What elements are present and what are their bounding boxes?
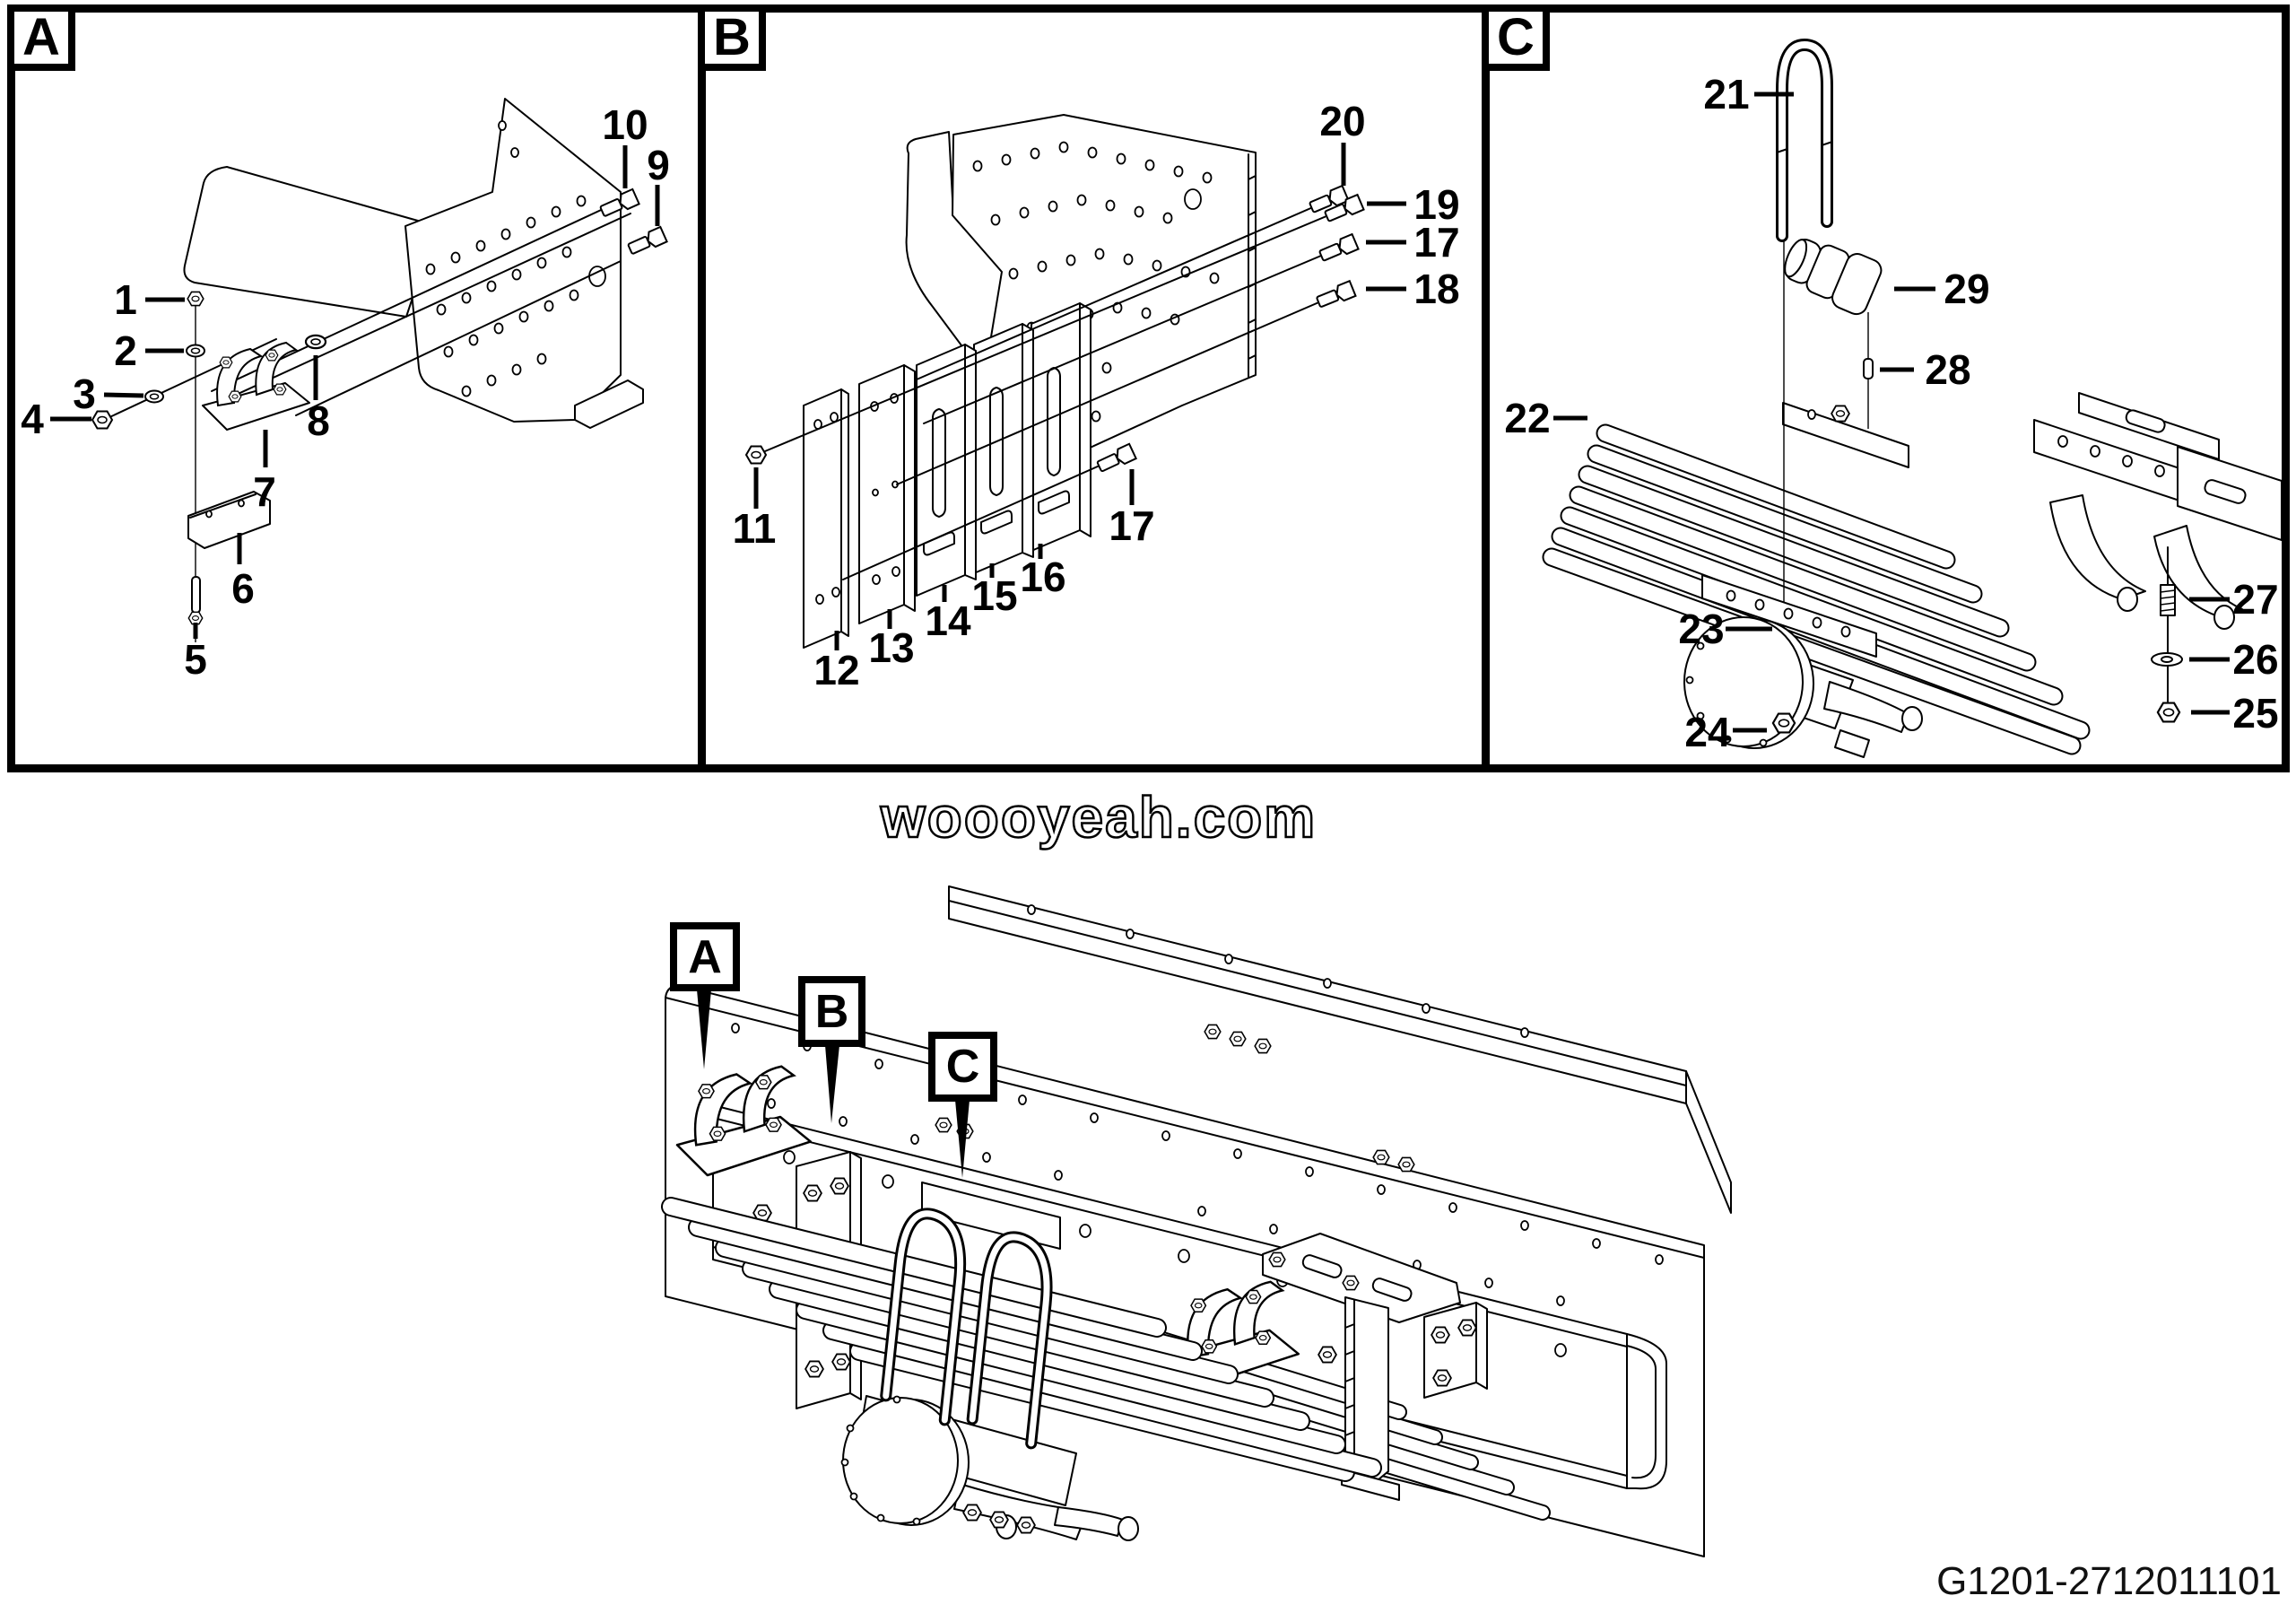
callout-5: 5 <box>184 636 207 683</box>
lower-plate <box>187 491 271 549</box>
flag-pointer-c <box>955 1100 970 1178</box>
assembly-u-bolts <box>880 1208 1053 1450</box>
callout-17b: 17 <box>1109 502 1155 549</box>
callout-13: 13 <box>868 624 915 671</box>
flag-a: A <box>670 922 740 991</box>
top-flange-beam <box>948 885 1687 1104</box>
flag-pointer-a <box>697 990 711 1069</box>
flag-b-letter: B <box>814 985 849 1038</box>
u-bolt <box>1776 38 1833 242</box>
panel-a-line-art <box>50 98 668 642</box>
callout-10: 10 <box>602 101 648 148</box>
callout-25: 25 <box>2232 690 2279 737</box>
panel-b-line-art <box>745 114 1406 650</box>
callout-28: 28 <box>1925 346 1971 393</box>
callout-29: 29 <box>1944 266 1990 312</box>
equalizer-assembly <box>2033 392 2283 630</box>
spring-bumper <box>1784 238 1883 316</box>
flag-c: C <box>928 1032 997 1102</box>
hanger-channel <box>1341 1296 1400 1501</box>
hanger-plate-right <box>1423 1302 1488 1399</box>
frame-blade <box>183 166 434 318</box>
callout-20: 20 <box>1319 98 1366 144</box>
callout-2: 2 <box>114 327 137 374</box>
callout-18: 18 <box>1413 266 1460 312</box>
callout-19: 19 <box>1413 181 1460 228</box>
callout-8: 8 <box>307 397 330 444</box>
flag-b: B <box>798 976 865 1047</box>
callout-11: 11 <box>732 505 777 552</box>
callout-16: 16 <box>1020 554 1066 600</box>
shield-plate <box>404 98 622 423</box>
cotter-pin <box>1863 358 1874 379</box>
callout-26: 26 <box>2232 636 2279 683</box>
panel-b-label: B <box>698 4 766 71</box>
callout-6: 6 <box>231 565 255 612</box>
callout-9: 9 <box>647 142 670 188</box>
assembly-axle <box>840 1395 1139 1541</box>
callout-3: 3 <box>73 371 96 417</box>
callout-27: 27 <box>2232 576 2279 623</box>
drawing-number: G1201-2712011101 <box>1936 1559 2282 1603</box>
watermark: woooyeah.com <box>880 784 1318 851</box>
panel-a-letter: A <box>22 8 60 66</box>
saddle-bracket <box>203 343 309 430</box>
callout-7: 7 <box>253 468 276 515</box>
panel-c-label: C <box>1482 4 1550 71</box>
callout-15: 15 <box>971 572 1018 619</box>
axle-assembly <box>1683 574 1923 758</box>
callout-17a: 17 <box>1413 219 1460 266</box>
callout-22: 22 <box>1504 395 1551 441</box>
assembly-line-art <box>661 885 1732 1557</box>
flag-a-letter: A <box>688 930 722 983</box>
callout-14: 14 <box>925 597 971 644</box>
panel-b-letter: B <box>713 8 751 66</box>
callout-23: 23 <box>1678 606 1725 652</box>
callout-4: 4 <box>21 396 44 442</box>
callout-24: 24 <box>1684 709 1731 755</box>
callout-21: 21 <box>1703 71 1750 118</box>
callout-12: 12 <box>813 647 860 693</box>
flag-c-letter: C <box>945 1041 980 1093</box>
panel-c-line-art <box>1542 38 2283 758</box>
flag-pointer-b <box>825 1045 839 1123</box>
panel-a-label: A <box>7 4 75 71</box>
leaf-spring <box>1542 423 2091 755</box>
panel-c-letter: C <box>1497 8 1535 66</box>
callout-1: 1 <box>114 276 137 323</box>
